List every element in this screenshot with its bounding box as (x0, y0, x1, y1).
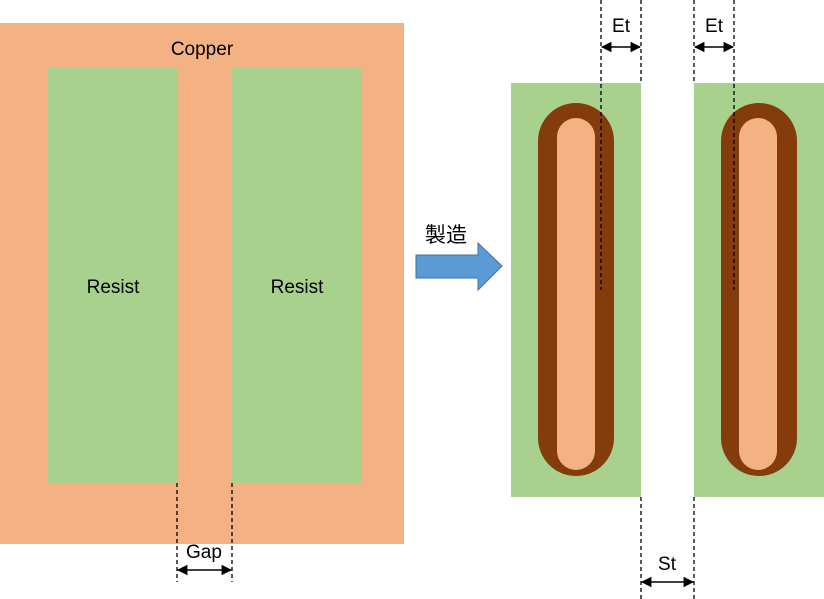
et-right-label: Et (705, 16, 724, 37)
resist-left-label: Resist (87, 277, 141, 298)
resist-right (232, 67, 362, 483)
resist-left (48, 67, 178, 483)
copper-label: Copper (171, 39, 234, 60)
et-left-label: Et (612, 16, 631, 37)
trace-core-left (557, 118, 595, 470)
process-caption: 製造 (425, 223, 467, 247)
st-label: St (658, 554, 677, 575)
resist-right-label: Resist (271, 277, 325, 298)
trace-core-right (739, 118, 777, 470)
process-arrow (415, 241, 503, 292)
gap-label: Gap (186, 542, 222, 563)
